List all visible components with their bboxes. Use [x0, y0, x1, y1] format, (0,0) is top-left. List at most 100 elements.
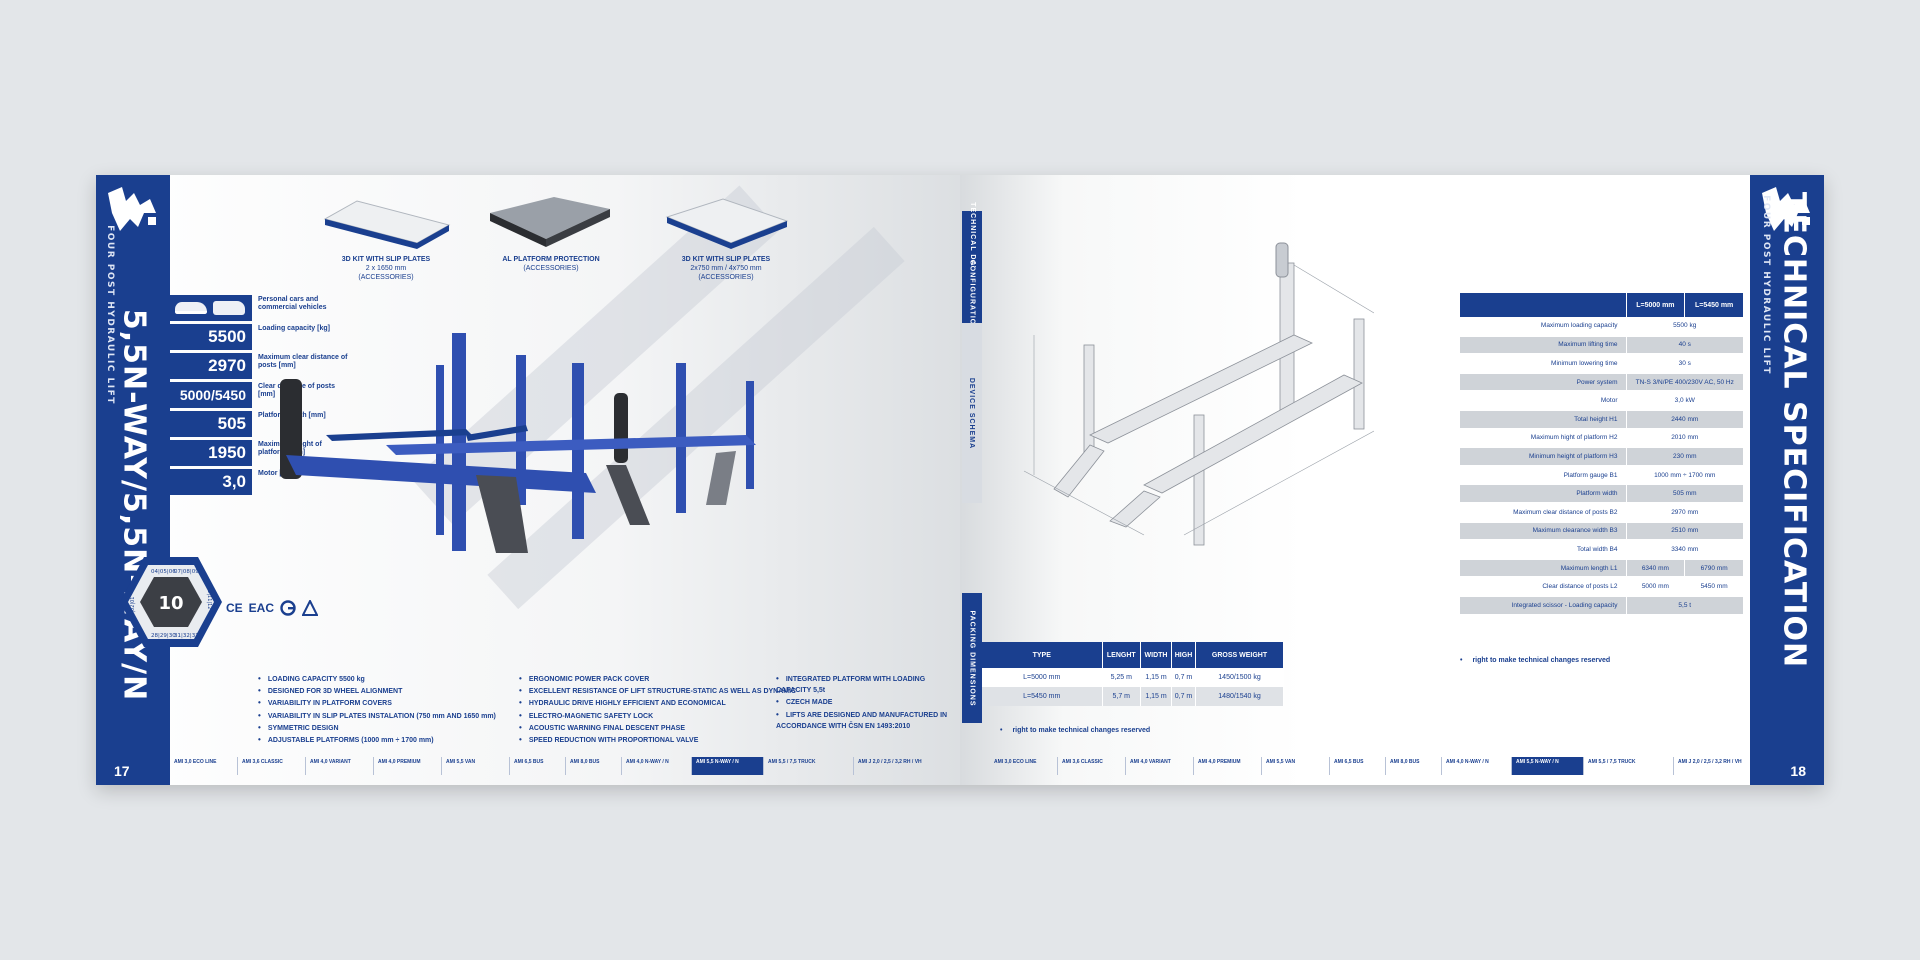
- accessory-title: 3D KIT WITH SLIP PLATES: [341, 256, 431, 263]
- eac-mark: EAC: [248, 601, 275, 615]
- badge-text: 03|02|01: [130, 597, 136, 619]
- accessory-note: (ACCESSORIES): [523, 265, 579, 272]
- certifications: CE EAC: [226, 600, 319, 616]
- accessory-note: (ACCESSORIES): [358, 274, 414, 281]
- spec-value: 505: [168, 411, 252, 437]
- nav-item-ami-3-6-classic[interactable]: AMI 3,6 CLASSIC: [238, 757, 306, 775]
- nav-item-ami-4-0-variant[interactable]: AMI 4,0 VARIANT: [1126, 757, 1194, 775]
- feature-item: VARIABILITY IN PLATFORM COVERS: [258, 697, 496, 709]
- nav-item-ami-8-0-bus[interactable]: AMI 8,0 BUS: [1386, 757, 1442, 775]
- packing-header: HIGH: [1171, 642, 1196, 668]
- spec-value: 5500: [168, 324, 252, 350]
- tab-configuration[interactable]: CONFIGURATION: [962, 259, 982, 331]
- packing-cell: 0,7 m: [1171, 668, 1196, 687]
- spec-value: 1950: [168, 440, 252, 466]
- spec-row-value: 505 mm: [1626, 484, 1744, 504]
- feature-item: INTEGRATED PLATFORM WITH LOADING CAPACIT…: [776, 673, 956, 696]
- packing-note: right to make technical changes reserved: [1000, 727, 1150, 734]
- spec-row-value: 230 mm: [1626, 447, 1744, 467]
- spec-row-label: Minimum lowering time: [1460, 354, 1627, 374]
- packing-header: GROSS WEIGHT: [1195, 642, 1284, 668]
- nav-item-ami-4-0-premium[interactable]: AMI 4,0 PREMIUM: [1194, 757, 1262, 775]
- brand-logo-icon: [108, 187, 156, 231]
- nav-item-ami-3-6-classic[interactable]: AMI 3,6 CLASSIC: [1058, 757, 1126, 775]
- triangle-cert-icon: [302, 600, 319, 616]
- nav-item-ami-4-0-variant[interactable]: AMI 4,0 VARIANT: [306, 757, 374, 775]
- nav-item-ami-5-5-7-5-truck[interactable]: AMI 5,5 / 7,5 TRUCK: [1584, 757, 1674, 775]
- feature-item: EXCELLENT RESISTANCE OF LIFT STRUCTURE-S…: [519, 685, 796, 697]
- nav-item-ami-5-5-van[interactable]: AMI 5,5 VAN: [1262, 757, 1330, 775]
- van-icon: [213, 301, 245, 315]
- nav-item-ami-5-5-van[interactable]: AMI 5,5 VAN: [442, 757, 510, 775]
- tab-label: CONFIGURATION: [968, 259, 976, 331]
- spec-row-value: 5000 mm: [1626, 577, 1686, 597]
- nav-item-ami-4-0-premium[interactable]: AMI 4,0 PREMIUM: [374, 757, 442, 775]
- feature-item: ELECTRO-MAGNETIC SAFETY LOCK: [519, 710, 796, 722]
- accessory-title: AL PLATFORM PROTECTION: [502, 256, 600, 263]
- packing-header: WIDTH: [1140, 642, 1173, 668]
- left-page: FOUR POST HYDRAULIC LIFT 5,5N-WAY/5,5N-W…: [96, 175, 960, 785]
- tab-label: DEVICE SCHEMA: [968, 377, 976, 449]
- tab-packing-dimensions[interactable]: PACKING DIMENSIONS: [962, 593, 982, 723]
- g-cert-icon: [280, 600, 296, 616]
- spec-row-label: Integrated scissor - Loading capacity: [1460, 595, 1627, 616]
- feature-item: CZECH MADE: [776, 696, 956, 708]
- nav-item-ami-3-0-eco-line[interactable]: AMI 3,0 ECO LINE: [170, 757, 238, 775]
- feature-item: SPEED REDUCTION WITH PROPORTIONAL VALVE: [519, 734, 796, 746]
- nav-item-ami-6-5-bus[interactable]: AMI 6,5 BUS: [510, 757, 566, 775]
- packing-row: L=5000 mm 5,25 m 1,15 m 0,7 m 1450/1500 …: [982, 668, 1284, 687]
- packing-cell: L=5000 mm: [982, 668, 1103, 687]
- al-platform-image: [490, 197, 610, 247]
- four-post-lift-image: [280, 333, 756, 553]
- feature-item: ADJUSTABLE PLATFORMS (1000 mm ÷ 1700 mm): [258, 734, 496, 746]
- left-blue-band: FOUR POST HYDRAULIC LIFT 5,5N-WAY/5,5N-W…: [96, 175, 170, 785]
- nav-item-ami-j[interactable]: AMI J 2,0 / 2,5 / 3,2 RH / VH: [1678, 759, 1742, 765]
- spec-row-label: Maximum lifting time: [1460, 335, 1627, 356]
- packing-cell: 1,15 m: [1140, 687, 1173, 706]
- feature-item: LIFTS ARE DESIGNED AND MANUFACTURED IN A…: [776, 709, 956, 732]
- nav-item-ami-5-5-n-way[interactable]: AMI 5,5 N-WAY / N: [692, 757, 764, 775]
- packing-header: TYPE: [982, 642, 1103, 668]
- spec-loading-capacity: 5500 Loading capacity [kg]: [168, 324, 348, 350]
- nav-item-ami-6-5-bus[interactable]: AMI 6,5 BUS: [1330, 757, 1386, 775]
- tab-device-schema[interactable]: DEVICE SCHEMA: [962, 323, 982, 503]
- nav-item-ami-8-0-bus[interactable]: AMI 8,0 BUS: [566, 757, 622, 775]
- nav-item-ami-3-0-eco-line[interactable]: AMI 3,0 ECO LINE: [990, 757, 1058, 775]
- left-subtitle: FOUR POST HYDRAULIC LIFT: [105, 225, 115, 405]
- right-title: TECHNICAL SPECIFICATION: [1776, 191, 1812, 669]
- nav-item-ami-4-0-n-way[interactable]: AMI 4,0 N-WAY / N: [622, 757, 692, 775]
- nav-item-ami-5-5-n-way[interactable]: AMI 5,5 N-WAY / N: [1512, 757, 1584, 775]
- vehicle-type-row: Personal cars and commercial vehicles: [168, 295, 348, 321]
- accessory-2: AL PLATFORM PROTECTION (ACCESSORIES): [481, 195, 621, 273]
- tab-technical-data[interactable]: TECHNICAL DATA: [962, 202, 982, 276]
- nav-item-ami-4-0-n-way[interactable]: AMI 4,0 N-WAY / N: [1442, 757, 1512, 775]
- nav-item-ami-5-5-7-5-truck[interactable]: AMI 5,5 / 7,5 TRUCK: [764, 757, 854, 775]
- feature-list-2: ERGONOMIC POWER PACK COVER EXCELLENT RES…: [519, 673, 796, 746]
- spec-row-value: 3340 mm: [1626, 540, 1744, 560]
- feature-item: ERGONOMIC POWER PACK COVER: [519, 673, 796, 685]
- nav-item-ami-j[interactable]: AMI J 2,0 / 2,5 / 3,2 RH / VH: [858, 759, 922, 765]
- spec-row-value: 2440 mm: [1626, 409, 1744, 430]
- spec-value: 5000/5450: [168, 382, 252, 408]
- spec-row-value: 2970 mm: [1626, 502, 1744, 523]
- right-blue-band: FOUR POST HYDRAULIC LIFT TECHNICAL SPECI…: [1750, 175, 1824, 785]
- right-page: TECHNICAL DATA CONFIGURATION DEVICE SCHE…: [960, 175, 1824, 785]
- spec-header: L=5000 mm: [1626, 293, 1686, 317]
- badge-text: 31|32|33: [174, 633, 199, 639]
- feature-item: SYMMETRIC DESIGN: [258, 722, 496, 734]
- spec-row-label: Platform width: [1460, 484, 1627, 504]
- accessory-note: (ACCESSORIES): [698, 274, 754, 281]
- spec-row-value: 6340 mm: [1626, 558, 1686, 579]
- spec-label: Maximum clear distance of posts [mm]: [258, 354, 348, 369]
- packing-cell: 5,7 m: [1102, 687, 1142, 706]
- car-icon: [175, 302, 207, 314]
